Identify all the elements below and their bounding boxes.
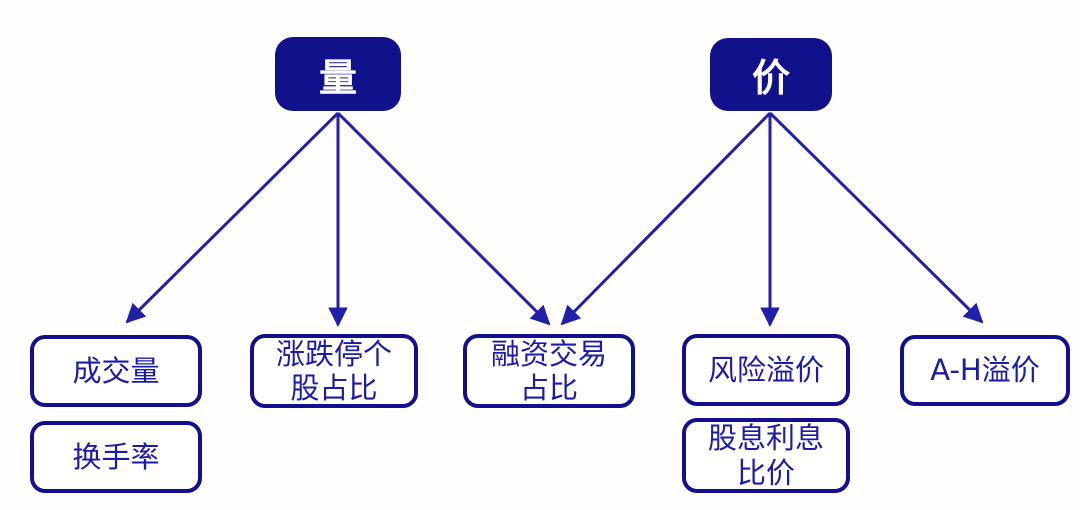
leaf-turnover-rate: 换手率 bbox=[30, 421, 202, 493]
arrow-price-to-margin-trading-share bbox=[560, 111, 772, 326]
leaf-ah-premium-label: A-H溢价 bbox=[930, 353, 1040, 388]
arrow-volume-to-trading-volume bbox=[125, 111, 340, 324]
leaf-dividend-interest-line2: 比价 bbox=[736, 455, 795, 490]
leaf-limit-updown-share-line1: 涨跌停个 bbox=[275, 336, 392, 371]
leaf-margin-trading-share-line2: 占比 bbox=[519, 371, 578, 405]
root-node-price-label: 价 bbox=[751, 56, 790, 100]
leaf-margin-trading-share-line1: 融资交易 bbox=[490, 336, 607, 371]
root-node-volume: 量 bbox=[275, 37, 401, 111]
leaf-trading-volume-label: 成交量 bbox=[72, 353, 160, 388]
leaf-margin-trading-share: 融资交易 占比 bbox=[463, 334, 635, 408]
leaf-dividend-interest-line1: 股息利息 bbox=[707, 421, 824, 456]
arrow-volume-to-margin-trading-share bbox=[336, 111, 551, 326]
leaf-trading-volume: 成交量 bbox=[30, 335, 202, 407]
leaf-risk-premium: 风险溢价 bbox=[682, 334, 850, 406]
root-node-volume-label: 量 bbox=[318, 55, 357, 100]
leaf-turnover-rate-label: 换手率 bbox=[72, 439, 160, 474]
leaf-limit-updown-share-line2: 股占比 bbox=[290, 371, 378, 405]
leaf-risk-premium-label: 风险溢价 bbox=[707, 352, 824, 387]
arrow-price-to-ah-premium bbox=[768, 111, 984, 324]
leaf-dividend-interest-ratio: 股息利息 比价 bbox=[682, 418, 850, 493]
root-node-price: 价 bbox=[710, 38, 832, 111]
leaf-limit-updown-share: 涨跌停个 股占比 bbox=[250, 334, 418, 408]
leaf-ah-premium: A-H溢价 bbox=[900, 335, 1070, 406]
